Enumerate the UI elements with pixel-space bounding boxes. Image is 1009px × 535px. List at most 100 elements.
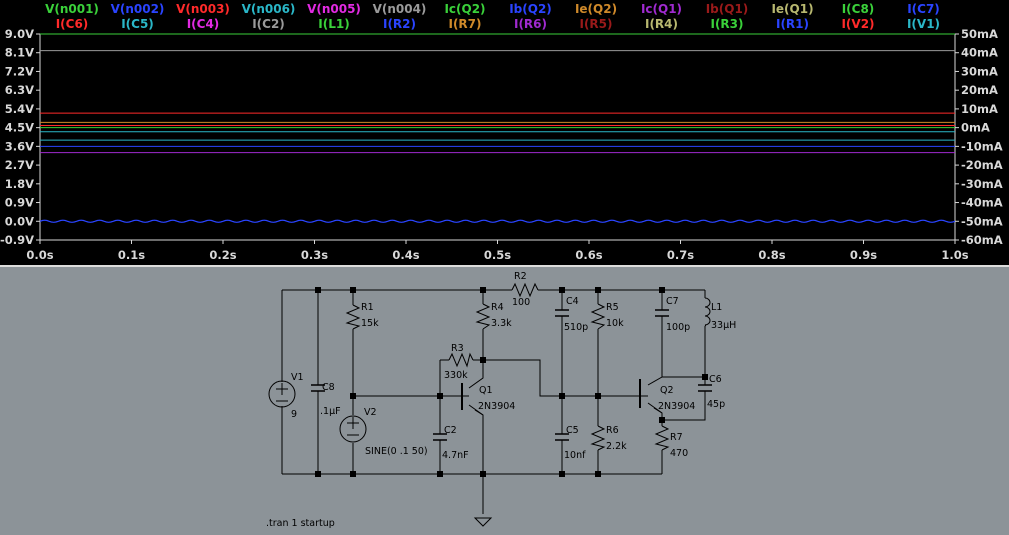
capacitor-c6 xyxy=(698,384,712,392)
waveform-viewer[interactable]: V(n001) V(n002) V(n003) V(n006) V(n005) V(n00… xyxy=(0,0,1009,265)
label-r6: R6 xyxy=(606,425,619,436)
trace-label[interactable]: Ib(Q2) xyxy=(509,2,552,16)
label-v1: V1 xyxy=(291,372,304,383)
schematic-editor[interactable]: R1 15k R2 100 R3 330k R4 3.3k R5 10k R6 … xyxy=(0,267,1009,531)
label-r5-value: 10k xyxy=(606,318,624,329)
label-c2-value: 4.7nF xyxy=(442,450,469,461)
trace-label[interactable]: V(n003) xyxy=(176,2,230,16)
y-right-tick-label: -20mA xyxy=(961,158,1003,172)
trace-label[interactable]: I(C5) xyxy=(121,17,154,31)
trace-label[interactable]: Ie(Q2) xyxy=(575,2,617,16)
label-c7: C7 xyxy=(666,296,679,307)
y-tick-label: 6.3V xyxy=(5,83,34,97)
trace-label[interactable]: I(R2) xyxy=(383,17,416,31)
label-c5: C5 xyxy=(566,425,579,436)
trace-label[interactable]: Ic(Q1) xyxy=(641,2,682,16)
resistor-r6 xyxy=(590,425,606,451)
y-right-tick-label: 20mA xyxy=(961,83,998,97)
y-tick-label: 7.2V xyxy=(5,64,34,78)
trace-label[interactable]: Ic(Q2) xyxy=(444,2,485,16)
wires xyxy=(281,289,706,514)
x-tick-label: 0.3s xyxy=(301,248,328,262)
trace-legend-row1: V(n001) V(n002) V(n003) V(n006) V(n005) V(n00… xyxy=(45,2,940,16)
trace-label[interactable]: I(C6) xyxy=(56,17,89,31)
label-r6-value: 2.2k xyxy=(606,441,627,452)
y-tick-label: 5.4V xyxy=(5,102,34,116)
label-r4-value: 3.3k xyxy=(491,318,512,329)
trace-label[interactable]: V(n005) xyxy=(307,2,361,16)
label-r2-value: 100 xyxy=(512,297,530,308)
schematic-canvas[interactable]: R1 15k R2 100 R3 330k R4 3.3k R5 10k R6 … xyxy=(0,267,1009,531)
y-tick-label: 9.0V xyxy=(5,27,34,41)
plot-frame xyxy=(39,33,956,241)
x-tick-label: 0.9s xyxy=(850,248,877,262)
label-r2: R2 xyxy=(514,271,527,282)
x-tick-label: 0.6s xyxy=(575,248,602,262)
x-tick-label: 0.7s xyxy=(667,248,694,262)
label-r7: R7 xyxy=(670,432,683,443)
y-tick-label: 0.9V xyxy=(5,196,34,210)
capacitor-c8 xyxy=(311,384,325,392)
y-tick-label: 3.6V xyxy=(5,139,34,153)
label-v1-value: 9 xyxy=(291,409,297,420)
spice-directive: .tran 1 startup xyxy=(266,518,335,529)
trace-label[interactable]: V(n006) xyxy=(242,2,296,16)
label-c4-value: 510p xyxy=(564,322,588,333)
trace-label[interactable]: V(n002) xyxy=(111,2,165,16)
pane-divider[interactable] xyxy=(0,265,1009,267)
trace-legend-row2: I(C6) I(C5) I(C4) I(C2) I(L1) I(R2) I(R7) I(R6)… xyxy=(56,17,940,31)
label-r7-value: 470 xyxy=(670,448,688,459)
trace-label[interactable]: I(C7) xyxy=(907,2,940,16)
trace-label[interactable]: I(C4) xyxy=(187,17,220,31)
trace-v-n005 xyxy=(39,219,956,223)
label-r4: R4 xyxy=(491,302,504,313)
trace-label[interactable]: I(R4) xyxy=(645,17,678,31)
y-right-tick-label: -10mA xyxy=(961,139,1003,153)
trace-label[interactable]: Ie(Q1) xyxy=(771,2,813,16)
resistor-r1 xyxy=(345,304,361,330)
capacitor-c5 xyxy=(555,433,569,441)
trace-label[interactable]: I(V1) xyxy=(907,17,940,31)
trace-label[interactable]: I(R5) xyxy=(579,17,612,31)
trace-label[interactable]: I(V2) xyxy=(841,17,874,31)
voltage-source-v2 xyxy=(339,415,367,443)
y-right-tick-label: 50mA xyxy=(961,27,998,41)
label-c8: C8 xyxy=(322,382,335,393)
y-axis-right: 50mA40mA30mA20mA10mA0mA-10mA-20mA-30mA-4… xyxy=(955,27,1003,247)
y-right-tick-label: -50mA xyxy=(961,214,1003,228)
trace-label[interactable]: V(n001) xyxy=(45,2,99,16)
voltage-source-v1 xyxy=(268,380,296,408)
x-tick-label: 0.1s xyxy=(118,248,145,262)
trace-label[interactable]: I(L1) xyxy=(318,17,349,31)
trace-label[interactable]: I(R6) xyxy=(514,17,547,31)
y-right-tick-label: -30mA xyxy=(961,177,1003,191)
label-r1-value: 15k xyxy=(361,318,379,329)
trace-label[interactable]: I(C8) xyxy=(842,2,875,16)
trace-label[interactable]: Ib(Q1) xyxy=(706,2,749,16)
label-r1: R1 xyxy=(361,302,374,313)
y-tick-label: 4.5V xyxy=(5,121,34,135)
y-axis-left: 9.0V8.1V7.2V6.3V5.4V4.5V3.6V2.7V1.8V0.9V… xyxy=(0,27,40,247)
label-v2-value: SINE(0 .1 50) xyxy=(365,446,428,457)
waveform-plot[interactable]: V(n001) V(n002) V(n003) V(n006) V(n005) V(n00… xyxy=(0,0,1009,265)
resistor-r5 xyxy=(590,303,606,330)
trace-label[interactable]: V(n004) xyxy=(373,2,427,16)
trace-label[interactable]: I(R3) xyxy=(710,17,743,31)
component-labels: R1 15k R2 100 R3 330k R4 3.3k R5 10k R6 … xyxy=(266,271,736,529)
y-tick-label: -0.9V xyxy=(0,233,34,247)
y-tick-label: 2.7V xyxy=(5,158,34,172)
label-c7-value: 100p xyxy=(666,322,690,333)
resistor-r2 xyxy=(511,282,539,298)
trace-label[interactable]: I(R1) xyxy=(776,17,809,31)
trace-label[interactable]: I(R7) xyxy=(448,17,481,31)
resistor-r3 xyxy=(448,352,474,368)
y-right-tick-label: 0mA xyxy=(961,121,990,135)
x-tick-label: 0.8s xyxy=(758,248,785,262)
x-tick-label: 0.4s xyxy=(392,248,419,262)
x-tick-label: 0.2s xyxy=(209,248,236,262)
trace-lines xyxy=(39,33,956,223)
label-r3: R3 xyxy=(451,343,464,354)
trace-label[interactable]: I(C2) xyxy=(252,17,285,31)
label-c4: C4 xyxy=(566,296,579,307)
